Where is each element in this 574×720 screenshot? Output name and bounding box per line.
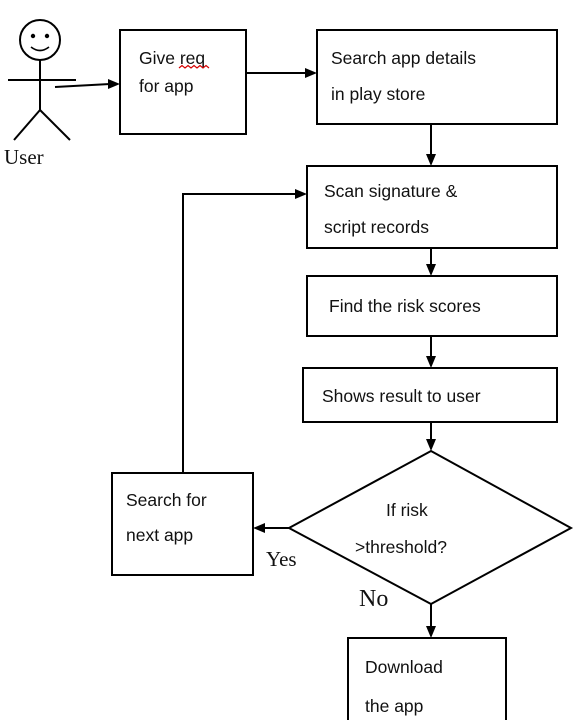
- search-next-text-line1: Search for: [126, 490, 207, 510]
- give-req-text-line1: Give req: [139, 48, 205, 68]
- arrowhead-icon: [108, 79, 120, 89]
- user-head-icon: [19, 19, 61, 61]
- search-details-text-line2: in play store: [331, 84, 425, 104]
- arrowhead-icon: [305, 68, 317, 78]
- arrowhead-icon: [426, 356, 436, 368]
- scan-text-line2: script records: [324, 217, 429, 237]
- node-search-next: Search for next app: [111, 472, 254, 576]
- node-give-req: Give req for app: [119, 29, 247, 135]
- give-req-misspelled-word: req: [180, 48, 205, 68]
- node-search-details: Search app details in play store: [316, 29, 558, 125]
- user-eye-left: [30, 33, 36, 39]
- search-next-box: [111, 472, 254, 576]
- decision-diamond: [286, 449, 574, 606]
- user-eye-right: [44, 33, 50, 39]
- search-details-text-line1: Search app details: [331, 48, 476, 68]
- arrowhead-icon: [253, 523, 265, 533]
- node-risk: Find the risk scores: [306, 275, 558, 337]
- node-scan: Scan signature & script records: [306, 165, 558, 249]
- risk-box: [306, 275, 558, 337]
- connectors: [54, 68, 436, 638]
- node-decision: If risk >threshold?: [286, 449, 574, 606]
- arrowhead-icon: [426, 626, 436, 638]
- user-label: User: [4, 145, 44, 169]
- user-actor: User: [4, 19, 76, 169]
- edge-user-to-give-req: [54, 83, 111, 88]
- arrowhead-icon: [295, 189, 307, 199]
- no-label: No: [359, 586, 388, 612]
- user-smile: [30, 46, 50, 52]
- shows-box: [302, 367, 558, 423]
- risk-text: Find the risk scores: [329, 296, 481, 316]
- yes-label: Yes: [266, 547, 297, 571]
- user-leg-left: [13, 109, 41, 141]
- spellcheck-underline: [178, 64, 210, 69]
- decision-text-line1: If risk: [386, 500, 428, 520]
- download-text-line1: Download: [365, 657, 443, 677]
- arrowhead-icon: [426, 264, 436, 276]
- arrowhead-icon: [426, 154, 436, 166]
- node-download: Download the app: [347, 637, 507, 720]
- give-req-box: [119, 29, 247, 135]
- shows-text: Shows result to user: [322, 386, 481, 406]
- download-box: [347, 637, 507, 720]
- download-text-line2: the app: [365, 696, 423, 716]
- give-req-text-line2: for app: [139, 76, 193, 96]
- decision-text-line2: >threshold?: [355, 537, 447, 557]
- scan-text-line1: Scan signature &: [324, 181, 458, 201]
- node-shows: Shows result to user: [302, 367, 558, 423]
- edge-loop-back-to-scan: [182, 193, 297, 473]
- search-details-box: [316, 29, 558, 125]
- search-next-text-line2: next app: [126, 525, 193, 545]
- arrowhead-icon: [426, 439, 436, 451]
- user-leg-right: [39, 109, 71, 141]
